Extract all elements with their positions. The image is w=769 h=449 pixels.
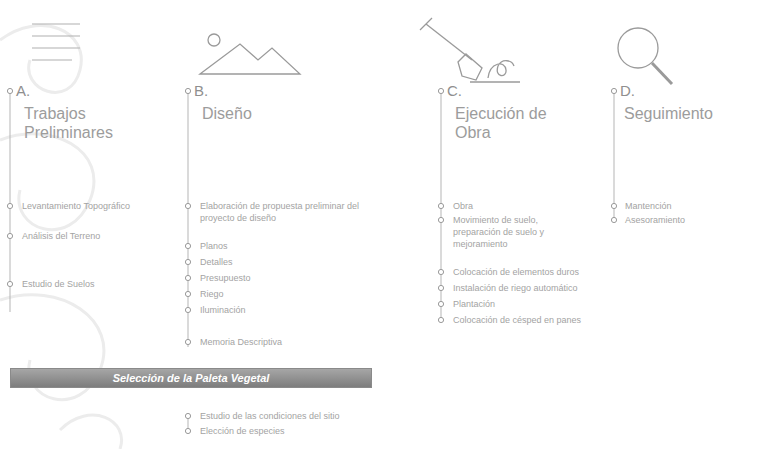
timeline-marker bbox=[185, 307, 190, 312]
timeline-marker bbox=[185, 339, 190, 344]
list-item: Colocación de elementos duros bbox=[453, 266, 623, 278]
phase-title: Diseño bbox=[202, 104, 362, 123]
list-item: Memoria Descriptiva bbox=[200, 336, 380, 348]
phase-letter: C. bbox=[447, 82, 507, 100]
timeline-marker bbox=[185, 291, 190, 296]
phase-title: Seguimiento bbox=[624, 104, 764, 123]
timeline-marker bbox=[438, 217, 443, 222]
list-item: Presupuesto bbox=[200, 272, 380, 284]
timeline-marker bbox=[438, 317, 443, 322]
list-item: Planos bbox=[200, 240, 380, 252]
list-item: Obra bbox=[453, 200, 593, 212]
timeline-marker bbox=[185, 275, 190, 280]
list-item: Iluminación bbox=[200, 304, 380, 316]
timeline-marker bbox=[7, 233, 12, 238]
timeline-marker bbox=[185, 243, 190, 248]
list-item: Plantación bbox=[453, 298, 623, 310]
phase-title: Ejecución de Obra bbox=[455, 104, 555, 142]
list-item: Riego bbox=[200, 288, 380, 300]
timeline-marker bbox=[7, 281, 12, 286]
timeline-marker bbox=[611, 203, 616, 208]
timeline-marker bbox=[185, 88, 190, 93]
timeline-marker bbox=[611, 88, 616, 93]
landscape-icon bbox=[200, 34, 300, 74]
timeline-marker bbox=[438, 203, 443, 208]
phase-letter: D. bbox=[620, 82, 680, 100]
list-item: Elaboración de propuesta preliminar del … bbox=[200, 200, 380, 224]
timeline-marker bbox=[7, 203, 12, 208]
list-item: Estudio de las condiciones del sitio bbox=[200, 410, 420, 422]
timeline-marker bbox=[611, 217, 616, 222]
timeline-marker bbox=[438, 88, 443, 93]
section-band: Selección de la Paleta Vegetal bbox=[10, 368, 372, 388]
timeline-marker bbox=[185, 259, 190, 264]
timeline bbox=[10, 90, 614, 430]
magnifier-icon bbox=[618, 28, 672, 84]
list-item: Detalles bbox=[200, 256, 380, 268]
list-item: Colocación de césped en panes bbox=[453, 314, 623, 326]
timeline-marker bbox=[185, 428, 190, 433]
phase-letter: A. bbox=[16, 82, 76, 100]
list-item: Movimiento de suelo, preparación de suel… bbox=[453, 214, 573, 250]
list-item: Instalación de riego automático bbox=[453, 282, 623, 294]
band-text: Selección de la Paleta Vegetal bbox=[113, 372, 270, 384]
phase-title: Trabajos Preliminares bbox=[24, 104, 134, 142]
timeline-marker bbox=[438, 285, 443, 290]
phase-letter: B. bbox=[194, 82, 254, 100]
list-item: Elección de especies bbox=[200, 425, 420, 437]
timeline-marker bbox=[438, 269, 443, 274]
list-item: Análisis del Terreno bbox=[22, 230, 132, 242]
timeline-marker bbox=[185, 413, 190, 418]
shovel-icon bbox=[420, 18, 520, 82]
list-icon bbox=[32, 24, 80, 60]
markers bbox=[7, 88, 616, 433]
timeline-marker bbox=[7, 88, 12, 93]
list-item: Estudio de Suelos bbox=[22, 278, 132, 290]
list-item: Mantención bbox=[625, 200, 765, 212]
list-item: Asesoramiento bbox=[625, 214, 769, 226]
list-item: Levantamiento Topográfico bbox=[22, 200, 132, 212]
timeline-marker bbox=[185, 203, 190, 208]
timeline-marker bbox=[438, 301, 443, 306]
